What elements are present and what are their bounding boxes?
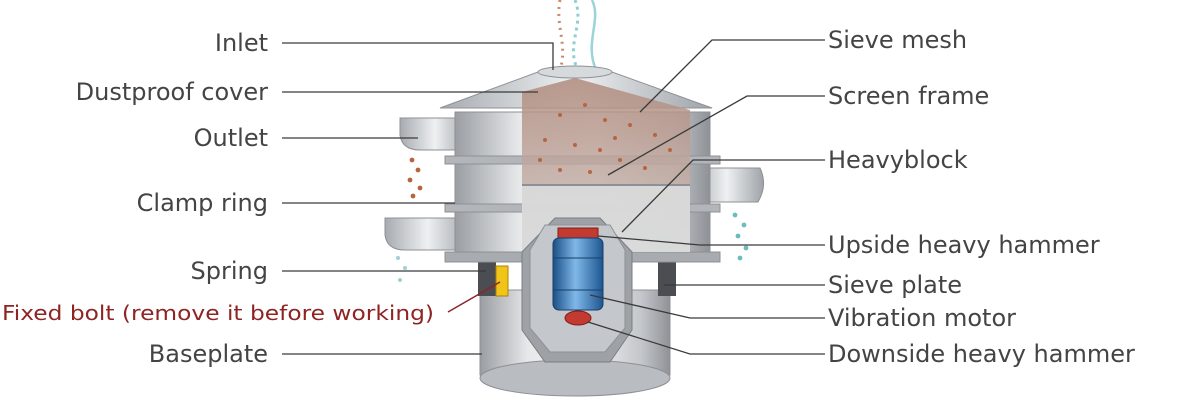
label-screen-frame: Screen frame <box>828 82 989 110</box>
labels-right: Sieve mesh Screen frame Heavyblock Upsid… <box>828 26 1135 368</box>
label-baseplate: Baseplate <box>149 340 268 368</box>
label-heavyblock: Heavyblock <box>828 146 968 174</box>
labels-left: Inlet Dustproof cover Outlet Clamp ring … <box>2 29 434 368</box>
cutaway-interior <box>521 78 690 363</box>
label-dustproof-cover: Dustproof cover <box>76 78 268 106</box>
label-fixed-bolt: Fixed bolt (remove it before working) <box>2 301 434 325</box>
label-clamp-ring: Clamp ring <box>137 189 268 217</box>
label-sieve-mesh: Sieve mesh <box>828 26 967 54</box>
label-vibration-motor: Vibration motor <box>828 304 1016 332</box>
label-spring: Spring <box>191 257 268 285</box>
leader-lines-left <box>282 42 554 355</box>
label-downside-heavy-hammer: Downside heavy hammer <box>828 340 1135 368</box>
leader-lines-right <box>587 39 825 355</box>
label-sieve-plate: Sieve plate <box>828 271 962 299</box>
left-outlets <box>384 117 471 251</box>
outlet-particles <box>396 157 749 282</box>
label-inlet: Inlet <box>215 29 268 57</box>
material-stream <box>557 0 598 71</box>
label-outlet: Outlet <box>194 124 268 152</box>
label-upside-heavy-hammer: Upside heavy hammer <box>828 231 1100 259</box>
